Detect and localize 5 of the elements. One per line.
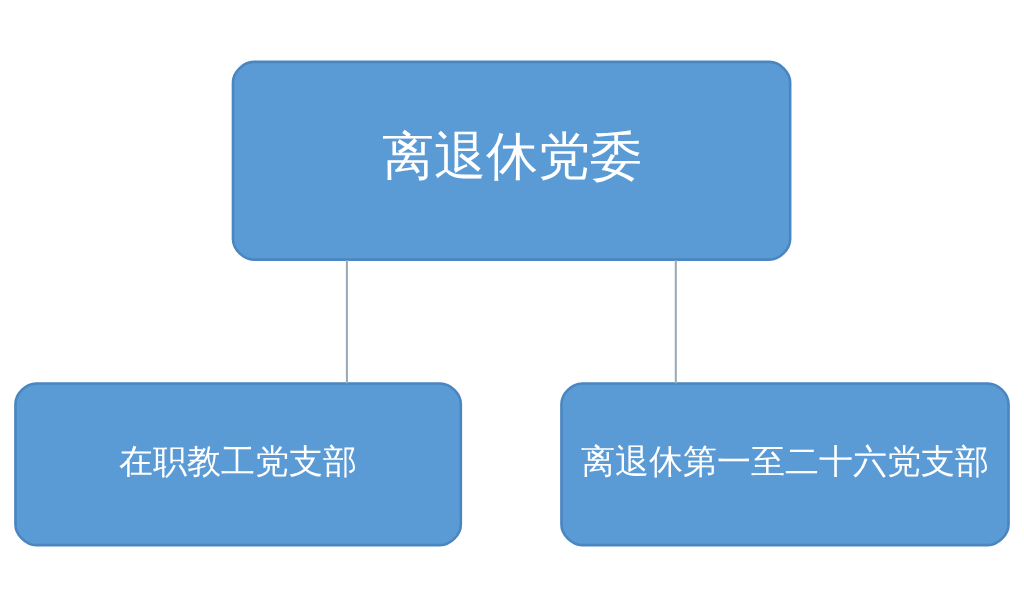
node-box: 离退休党委: [231, 60, 792, 261]
connector: [674, 260, 677, 384]
node-box: 离退休第一至二十六党支部: [560, 382, 1010, 547]
connector: [345, 260, 348, 384]
node-box: 在职教工党支部: [14, 382, 463, 547]
